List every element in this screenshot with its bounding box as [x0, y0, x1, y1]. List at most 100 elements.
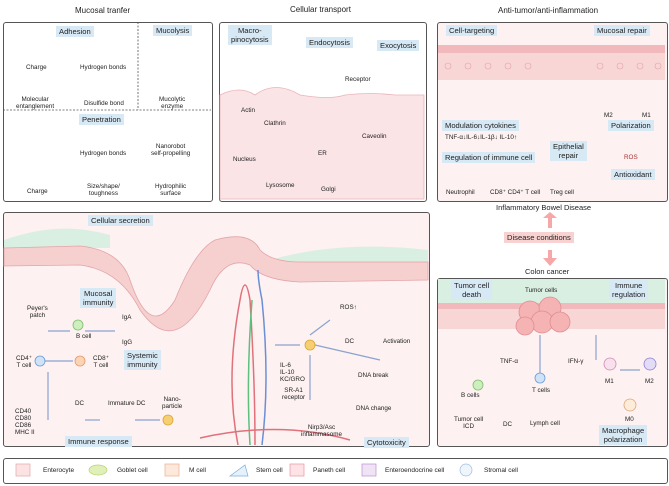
dc-label: DC [75, 400, 85, 407]
cd4-label: CD4⁺ T cell [16, 355, 32, 369]
tumor-cell-death-label: Tumor cell death [451, 280, 493, 300]
treg-label: Treg cell [550, 189, 574, 196]
dc-label: DC [503, 421, 513, 428]
peyers-patch-label: Peyer's patch [27, 305, 48, 319]
igg-label: IgG [122, 339, 133, 346]
hydrogen-bonds-label: Hydrogen bonds [80, 150, 127, 157]
cellular-transport-title: Cellular transport [290, 5, 351, 14]
cell-targeting-label: Cell-targeting [446, 25, 498, 36]
tumor-cells [515, 296, 571, 336]
immune-cells [34, 319, 657, 426]
caveolin-label: Caveolin [362, 133, 387, 140]
polarization-label: Polarization [608, 120, 654, 131]
legend [3, 458, 668, 484]
disease-conditions-label: Disease conditions [504, 232, 574, 243]
blood-vessels [199, 269, 351, 446]
hydrophilic-label: Hydrophilic surface [155, 183, 187, 197]
cell-membrane [219, 87, 425, 200]
mucolysis-label: Mucolysis [153, 25, 193, 36]
golgi-label: Golgi [321, 186, 336, 193]
colon-cancer-title: Colon cancer [525, 267, 570, 276]
b-cells-label: B cells [461, 392, 480, 399]
disulfide-bond-label: Disulfide bond [84, 100, 124, 107]
sra1-label: SR-A1 receptor [282, 387, 306, 401]
endocytosis-label: Endocytosis [306, 37, 353, 48]
epithelial-repair-label: Epithelial repair [550, 141, 587, 161]
regulation-label: Regulation of immune cell [442, 152, 536, 163]
ros-label: ROS↑ [340, 304, 357, 311]
b-cell-label: B cell [76, 333, 92, 340]
interleukin-label: IL-6 IL-10 KC/GRO [280, 362, 305, 383]
t-cells-label: T cells [532, 387, 551, 394]
m2-label: M2 [604, 112, 613, 119]
activation-label: Activation [383, 338, 411, 345]
nucleus-label: Nucleus [233, 156, 256, 163]
neutrophil-label: Neutrophil [446, 189, 475, 196]
disease-arrows [543, 212, 557, 266]
charge-label: Charge [26, 64, 47, 71]
ibd-title: Inflammatory Bowel Disease [496, 203, 592, 212]
ifn-label: IFN-γ [568, 358, 584, 365]
legend-enterocyte: Enterocyte [43, 467, 75, 474]
adhesion-label: Adhesion [56, 26, 94, 37]
ros-label: ROS [624, 154, 638, 161]
legend-enteroendocrine-cell: Enteroendocrine cell [385, 467, 445, 474]
inflammasome-label: Nirp3/Asc inflammasome [301, 424, 342, 438]
dividers [3, 22, 211, 111]
modulation-cytokines-label: Modulation cytokines [442, 120, 519, 131]
size-shape-label: Size/shape/ toughness [87, 183, 120, 197]
legend-paneth-cell: Paneth cell [313, 467, 346, 474]
legend-m-cell: M cell [189, 467, 206, 474]
cd8-label: CD8⁺ T cell [93, 355, 109, 369]
legend-goblet-cell: Goblet cell [117, 467, 148, 474]
er-label: ER [318, 150, 327, 157]
hydrogen-bonds-label: Hydrogen bonds [80, 64, 127, 71]
immune-regulation-label: Immune regulation [609, 280, 649, 300]
tumor-icd-label: Tumor cell ICD [454, 416, 484, 430]
mucosal-immunity-label: Mucosal immunity [80, 288, 117, 308]
lysosome-label: Lysosome [266, 182, 295, 189]
mucosal-transfer-panel [3, 22, 213, 202]
m2-label: M2 [645, 378, 654, 385]
antioxidant-label: Antioxidant [611, 169, 655, 180]
actin-label: Actin [241, 107, 255, 114]
crypt-epithelium [3, 236, 429, 332]
legend-icons [15, 463, 473, 477]
m1-label: M1 [605, 378, 614, 385]
dc-label: DC [345, 338, 355, 345]
m0-label: M0 [625, 416, 634, 423]
nanoparticle-label: Nano- particle [162, 396, 183, 410]
cellular-secretion-label: Cellular secretion [88, 215, 153, 226]
legend-stromal-cell: Stromal cell [484, 467, 518, 474]
immune-response-label: Immune response [65, 436, 132, 447]
immature-dc-label: Immature DC [108, 400, 146, 407]
exocytosis-label: Exocytosis [377, 40, 420, 51]
dna-change-label: DNA change [356, 405, 392, 412]
tumor-cells-label: Tumor cells [525, 287, 558, 294]
anti-title: Anti-tumor/anti-inflammation [498, 6, 599, 15]
markers-label: CD40 CD80 CD86 MHC II [15, 408, 35, 436]
charge-label: Charge [27, 188, 48, 195]
clathrin-label: Clathrin [264, 120, 286, 127]
penetration-label: Penetration [79, 114, 124, 125]
mucosal-repair-label: Mucosal repair [594, 25, 650, 36]
cytotoxicity-label: Cytotoxicity [364, 437, 409, 448]
dna-break-label: DNA break [358, 372, 389, 379]
mucus-layer [4, 228, 428, 262]
receptor-label: Receptor [345, 76, 371, 83]
macropinocytosis-label: Macro- pinocytosis [228, 25, 272, 45]
arrows [40, 319, 640, 421]
macrophage-polarization-label: Macrophage polarization [599, 425, 648, 445]
systemic-immunity-label: Systemic immunity [124, 350, 161, 370]
mucosal-transfer-title: Mucosal tranfer [75, 6, 131, 15]
lymph-cell-label: Lymph cell [530, 420, 560, 427]
mucolytic-enzyme-label: Mucolytic enzyme [159, 96, 186, 110]
cytokines-text: TNF-α↓IL-6↓IL-1β↓ IL-10↑ [445, 134, 517, 141]
tnf-label: TNF-α [500, 358, 518, 365]
t-cell-label: CD8⁺ CD4⁺ T cell [490, 189, 541, 196]
molecular-entanglement-label: Molecular entanglement [16, 96, 55, 110]
nanorobot-label: Nanorobot self-propelling [151, 143, 191, 157]
m1-label: M1 [642, 112, 651, 119]
